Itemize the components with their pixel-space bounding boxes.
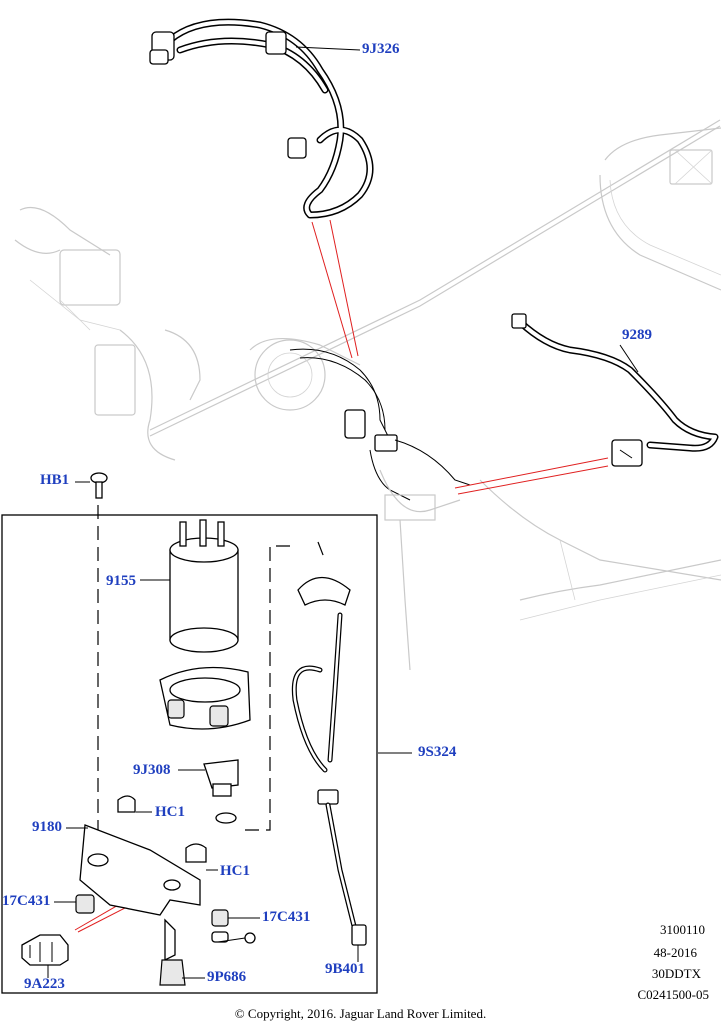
bracket-9180[interactable]	[79, 824, 201, 962]
grommet-17C431-right[interactable]	[211, 909, 229, 943]
reference-code-2: 48-2016	[653, 945, 697, 960]
clip-HC1-lower[interactable]	[185, 843, 207, 863]
fuel-filter-9155[interactable]	[169, 519, 239, 653]
callout-9B401[interactable]: 9B401	[325, 961, 366, 977]
hose-9J326[interactable]	[149, 18, 374, 219]
callout-HC1-upper[interactable]: HC1	[155, 804, 185, 820]
bolt-HB1[interactable]	[90, 472, 108, 499]
callout-9289[interactable]: 9289	[622, 327, 652, 343]
clip-HC1-upper[interactable]	[117, 795, 136, 813]
clip-9A223[interactable]	[21, 934, 69, 966]
callout-9J326[interactable]: 9J326	[362, 41, 400, 57]
exploded-view-frame	[1, 514, 378, 994]
sensor-9J308[interactable]	[203, 759, 239, 824]
harness-9S324[interactable]	[291, 577, 367, 946]
callout-9180[interactable]: 9180	[32, 819, 62, 835]
filter-bracket[interactable]	[159, 666, 251, 730]
reference-code-4: C0241500-05	[637, 987, 710, 1002]
callout-9S324[interactable]: 9S324	[418, 744, 457, 760]
callout-9J308[interactable]: 9J308	[133, 762, 171, 778]
leader-lines	[47, 46, 639, 979]
hose-9289[interactable]	[511, 313, 719, 467]
callout-HB1[interactable]: HB1	[40, 472, 70, 488]
harness-group-outline	[240, 545, 290, 831]
reference-code-3: 30DDTX	[651, 966, 701, 981]
background-engine-ghost	[14, 119, 721, 671]
callout-9P686[interactable]: 9P686	[207, 969, 247, 985]
callout-9A223[interactable]: 9A223	[24, 976, 65, 992]
ground-terminal	[217, 932, 256, 944]
reference-code-1: 3100110	[659, 922, 705, 937]
callout-HC1-lower[interactable]: HC1	[220, 863, 250, 879]
callout-9155[interactable]: 9155	[106, 573, 136, 589]
grommet-17C431-left[interactable]	[75, 894, 95, 914]
callout-17C431-left[interactable]: 17C431	[2, 893, 51, 909]
copyright-notice: © Copyright, 2016. Jaguar Land Rover Lim…	[234, 1006, 487, 1021]
callout-17C431-right[interactable]: 17C431	[262, 909, 311, 925]
clip-9P686[interactable]	[159, 959, 186, 986]
